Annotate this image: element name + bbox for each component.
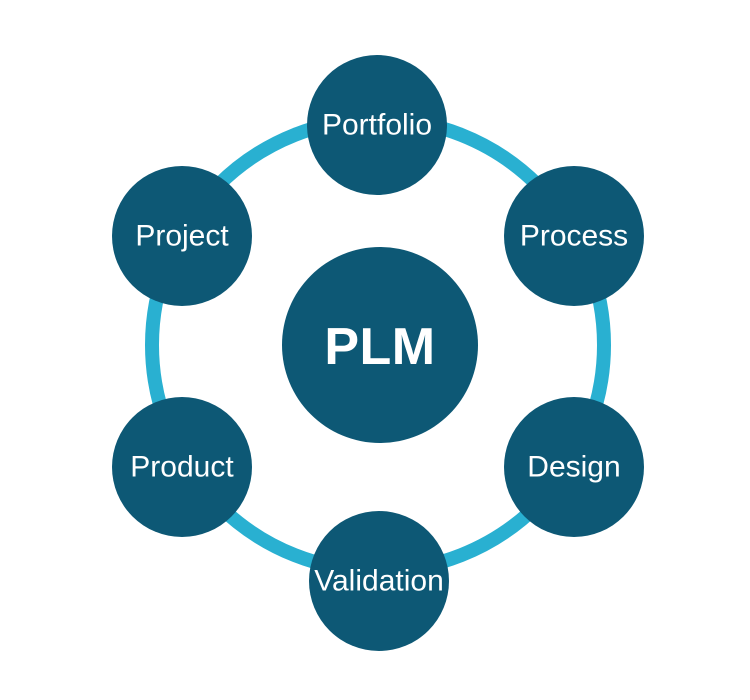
node-validation-circle[interactable] <box>309 511 449 651</box>
node-validation-label: Validation <box>314 565 444 598</box>
node-plm-center-label: PLM <box>324 318 435 376</box>
node-plm-center-circle[interactable] <box>282 247 478 443</box>
node-process-circle[interactable] <box>504 166 644 306</box>
node-design-circle[interactable] <box>504 397 644 537</box>
node-plm-center[interactable]: PLM <box>282 247 478 443</box>
node-project-circle[interactable] <box>112 166 252 306</box>
node-project-label: Project <box>135 220 229 253</box>
node-product[interactable]: Product <box>112 397 252 537</box>
node-product-circle[interactable] <box>112 397 252 537</box>
node-portfolio[interactable]: Portfolio <box>307 55 447 195</box>
node-design-label: Design <box>527 451 620 484</box>
node-portfolio-label: Portfolio <box>322 109 432 142</box>
node-validation[interactable]: Validation <box>309 511 449 651</box>
node-project[interactable]: Project <box>112 166 252 306</box>
node-process[interactable]: Process <box>504 166 644 306</box>
node-product-label: Product <box>130 451 234 484</box>
node-process-label: Process <box>520 220 628 253</box>
node-portfolio-circle[interactable] <box>307 55 447 195</box>
node-design[interactable]: Design <box>504 397 644 537</box>
